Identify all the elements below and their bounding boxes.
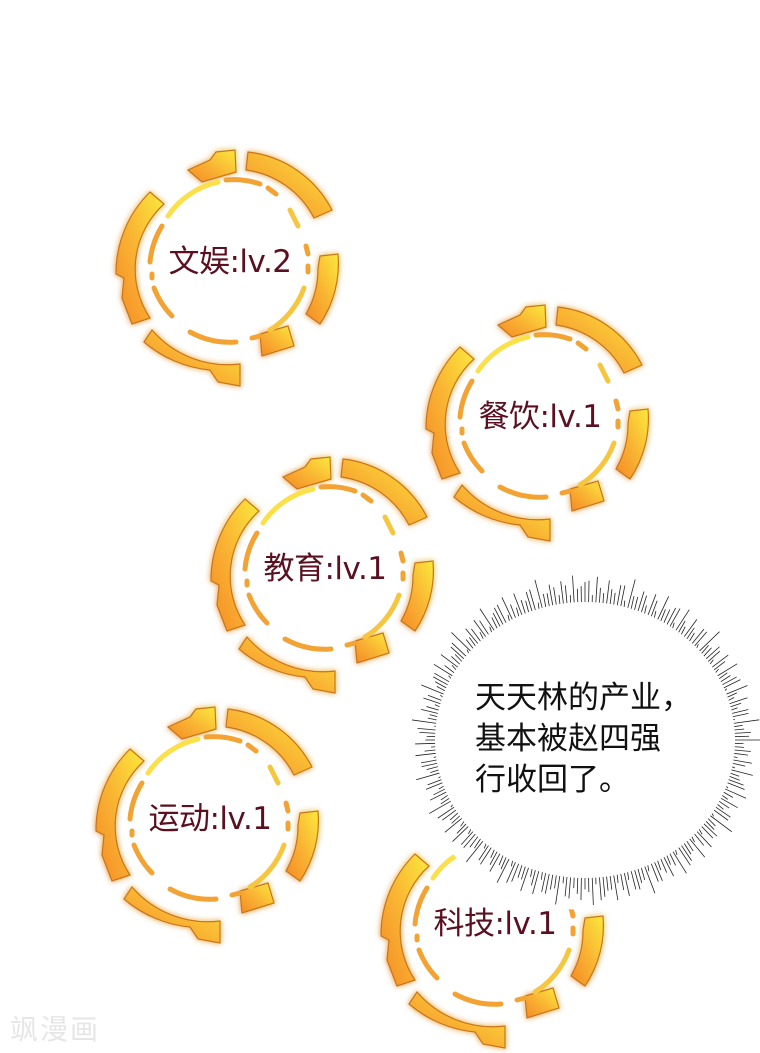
speech-text: 天天林的产业， 基本被赵四强 行收回了。 — [475, 678, 715, 801]
burst-outline-icon — [407, 570, 760, 910]
ring-entertainment: 文娱:lv.2 — [110, 138, 350, 378]
speech-line: 天天林的产业， — [475, 680, 692, 716]
ring-label: 餐饮:lv.1 — [478, 398, 602, 435]
speech-bubble: 天天林的产业， 基本被赵四强 行收回了。 — [405, 570, 760, 920]
ring-technology: 科技:lv.1 — [375, 800, 615, 1040]
ring-education: 教育:lv.1 — [205, 445, 445, 685]
ring-label: 教育:lv.1 — [263, 550, 387, 587]
ring-catering: 餐饮:lv.1 — [420, 293, 660, 533]
speech-line: 基本被赵四强 — [475, 721, 661, 757]
ring-sports: 运动:lv.1 — [90, 695, 330, 935]
speech-line: 行收回了。 — [475, 762, 630, 798]
ring-label: 科技:lv.1 — [433, 905, 557, 942]
ring-label: 文娱:lv.2 — [168, 243, 292, 280]
watermark: 飒漫画 — [10, 1013, 101, 1046]
ring-label: 运动:lv.1 — [148, 800, 272, 837]
